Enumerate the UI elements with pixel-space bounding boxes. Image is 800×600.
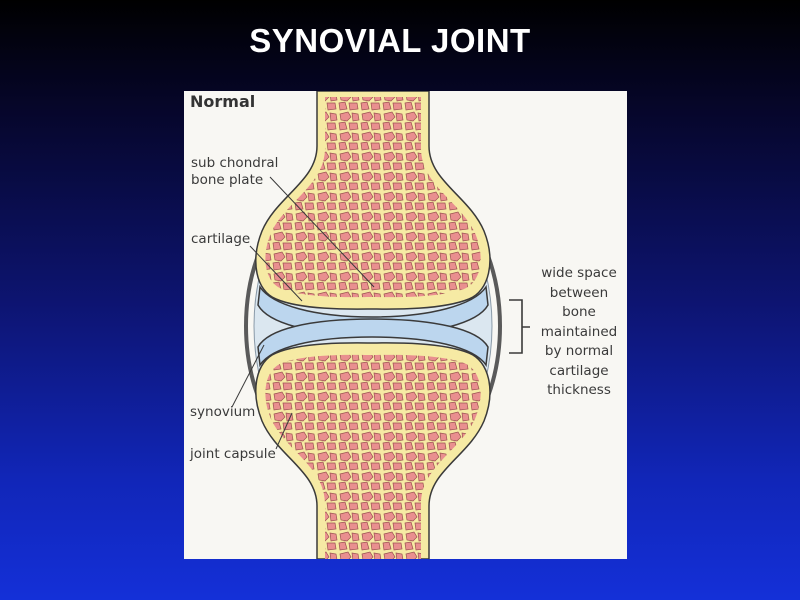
diagram-heading: Normal <box>190 93 255 110</box>
joint-space-bracket <box>509 300 530 353</box>
synovial-joint-diagram: Normal sub chondral bone plate cartilage… <box>184 91 627 559</box>
label-subchondral-bone-plate: sub chondral bone plate <box>191 155 301 189</box>
label-joint-space: wide space between bone maintained by no… <box>534 264 624 401</box>
label-joint-capsule: joint capsule <box>190 446 276 463</box>
slide-title: SYNOVIAL JOINT <box>0 22 780 60</box>
label-cartilage: cartilage <box>191 231 250 248</box>
label-synovium: synovium <box>190 404 255 421</box>
